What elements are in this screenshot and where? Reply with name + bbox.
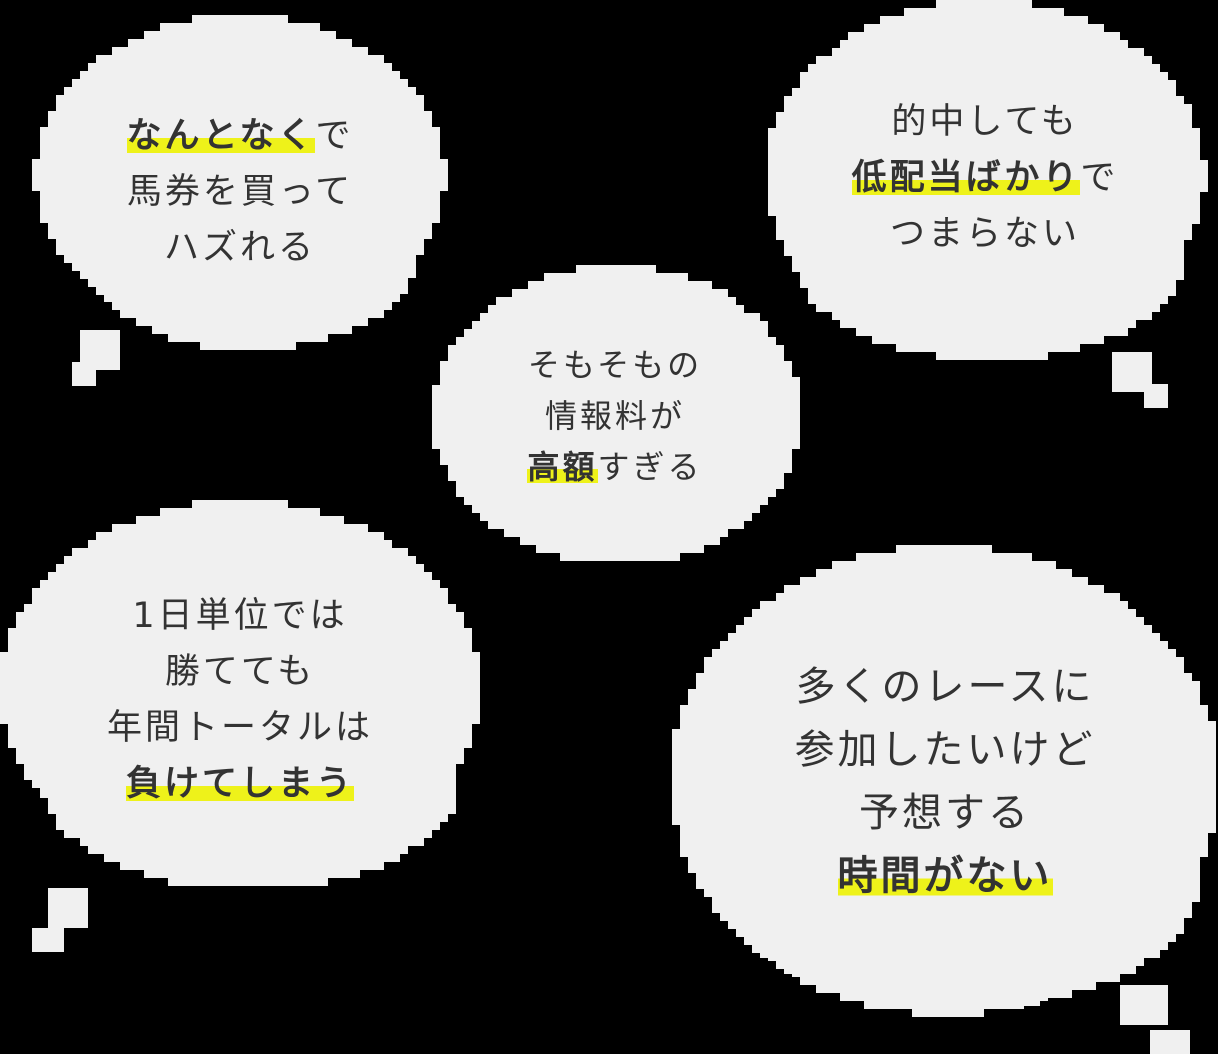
bubble-text: 勝てても bbox=[164, 652, 316, 692]
bubble-line: ハズれる bbox=[60, 220, 420, 276]
bubble-text: 多くのレースに bbox=[795, 664, 1095, 710]
bubble-line: 馬券を買って bbox=[60, 164, 420, 220]
bubble-text: つまらない bbox=[889, 214, 1080, 254]
bubble-line: 勝てても bbox=[30, 644, 450, 700]
thought-bubble-random-betting: なんとなくで馬券を買ってハズれる bbox=[60, 108, 420, 276]
bubble-line: 高額すぎる bbox=[445, 442, 785, 493]
bubble-line: 参加したいけど bbox=[700, 719, 1190, 782]
bubble-line: 負けてしまう bbox=[30, 756, 450, 812]
bubble-line: 多くのレースに bbox=[700, 656, 1190, 719]
bubble-text: で bbox=[315, 116, 354, 156]
bubble-text: 参加したいけど bbox=[794, 727, 1096, 773]
bubble-line: そもそもの bbox=[445, 340, 785, 391]
bubble-line: 情報料が bbox=[445, 391, 785, 442]
highlighted-text: 高額 bbox=[527, 448, 598, 486]
bubble-line: 的中しても bbox=[800, 94, 1170, 150]
thought-bubble-no-time: 多くのレースに参加したいけど予想する時間がない bbox=[700, 656, 1190, 908]
bubble-text: 年間トータルは bbox=[106, 708, 373, 748]
highlighted-text: 低配当ばかり bbox=[851, 158, 1081, 198]
thought-bubble-yearly-loss: 1日単位では勝てても年間トータルは負けてしまう bbox=[30, 588, 450, 812]
bubble-text: ハズれる bbox=[163, 228, 316, 268]
highlighted-text: 負けてしまう bbox=[125, 764, 354, 804]
thought-bubble-low-payout: 的中しても低配当ばかりでつまらない bbox=[800, 94, 1170, 262]
bubble-line: つまらない bbox=[800, 206, 1170, 262]
bubble-text: 情報料が bbox=[544, 397, 685, 435]
bubble-line: なんとなくで bbox=[60, 108, 420, 164]
bubble-text: すぎる bbox=[597, 448, 703, 486]
bubble-line: 時間がない bbox=[700, 845, 1190, 908]
bubble-text: 的中しても bbox=[891, 102, 1079, 142]
bubble-text: 予想する bbox=[859, 790, 1031, 836]
highlighted-text: 時間がない bbox=[837, 853, 1053, 899]
bubble-text: で bbox=[1080, 158, 1119, 198]
bubble-line: 年間トータルは bbox=[30, 700, 450, 756]
bubble-text: 1日単位では bbox=[132, 596, 348, 636]
bubble-line: 予想する bbox=[700, 782, 1190, 845]
bubble-line: 1日単位では bbox=[30, 588, 450, 644]
bubble-text: 馬券を買って bbox=[126, 172, 354, 212]
bubble-text: そもそもの bbox=[527, 346, 703, 384]
highlighted-text: なんとなく bbox=[126, 116, 316, 156]
bubble-line: 低配当ばかりで bbox=[800, 150, 1170, 206]
thought-bubble-expensive-info: そもそもの情報料が高額すぎる bbox=[445, 340, 785, 493]
